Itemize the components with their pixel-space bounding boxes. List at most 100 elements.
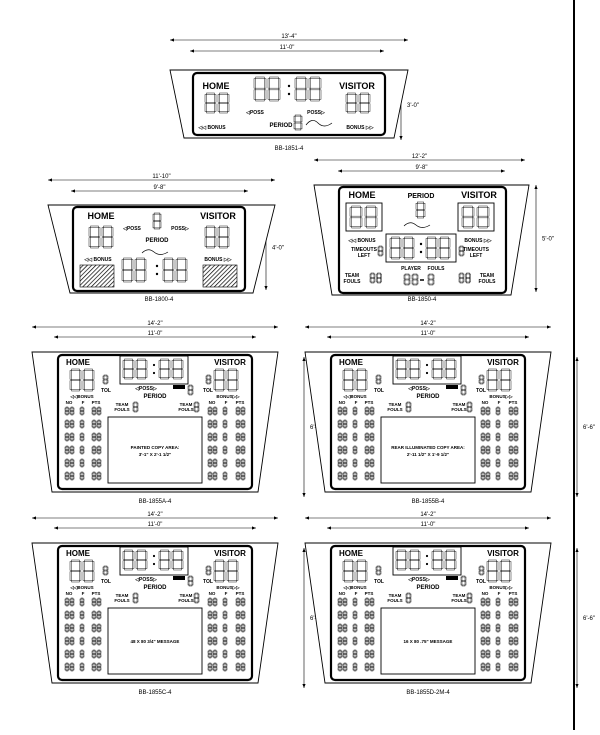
home-player-fouls-digit	[352, 445, 358, 455]
visitor-player-fouls-digit	[495, 432, 501, 442]
home-score-digits	[342, 559, 355, 583]
visitor-player-fouls-digit-seg	[222, 472, 225, 476]
visitor-player-points-digits-seg	[509, 623, 513, 626]
visitor-player-number-digits-seg	[481, 452, 485, 455]
home-player-number-digits-seg	[340, 654, 343, 658]
home-player-number-digits-seg	[343, 636, 347, 639]
clock-minutes-digits-seg	[404, 257, 413, 260]
visitor-score-box	[457, 202, 495, 232]
visitor-player-points-digits-seg	[516, 424, 519, 428]
clock-minutes-digits-seg	[404, 247, 413, 249]
home-bonus-label: ◁◁BONUS	[342, 585, 366, 590]
visitor-player-points-digits-seg	[238, 420, 241, 424]
home-player-fouls-digit-seg	[353, 406, 357, 409]
visitor-player-number-digits-seg	[480, 437, 483, 441]
visitor-label: VISITOR	[200, 211, 236, 221]
poss-label: ◁POSS▷	[407, 577, 431, 583]
visitor-player-number-digits-seg	[212, 446, 215, 450]
home-player-fouls-digit-seg	[353, 627, 357, 629]
home-player-number-digits-seg	[70, 617, 74, 620]
home-player-points-digits-seg	[367, 433, 370, 437]
clock-seconds-digits-seg	[444, 360, 447, 369]
home-team-label: TEAM	[345, 273, 359, 279]
home-player-points-digits-seg	[92, 662, 96, 665]
visitor-player-points-digits-seg	[511, 667, 514, 671]
home-player-fouls-digit-seg	[353, 623, 357, 626]
home-player-fouls-digit-seg	[79, 433, 82, 437]
visitor-player-fouls-digit-seg	[225, 650, 228, 654]
home-player-fouls-digit-seg	[353, 649, 357, 652]
home-player-points-digits-seg	[92, 462, 96, 464]
visitor-player-number-digits-seg	[213, 614, 217, 616]
visitor-player-fouls-digit-seg	[225, 628, 228, 632]
visitor-player-points-digits-seg	[511, 628, 514, 632]
period-digit-seg	[417, 201, 424, 204]
visitor-player-fouls-digit-seg	[498, 459, 501, 463]
home-player-points-digits	[364, 419, 370, 429]
visitor-player-points-digits-seg	[235, 628, 238, 632]
visitor-player-points-digits-seg	[508, 459, 511, 463]
copy-area-text: 48 X 80 3/4" MESSAGE	[131, 639, 180, 644]
face-width-dimension-arrow-left	[338, 169, 342, 173]
visitor-score-digits-seg	[215, 559, 224, 562]
visitor-player-number-digits-seg	[486, 662, 490, 665]
visitor-player-points-digits-seg	[514, 432, 518, 435]
home-player-points-digits-seg	[97, 601, 101, 603]
home-team-fouls-digits-seg	[377, 281, 381, 284]
home-player-fouls-digit-seg	[353, 439, 357, 442]
clock-seconds-digits-seg	[441, 551, 444, 560]
visitor-team-fouls-digit-seg	[470, 598, 473, 603]
visitor-player-points-digits-seg	[240, 654, 243, 658]
home-player-fouls-digit-seg	[82, 663, 85, 667]
visitor-tol-digit-seg	[206, 374, 211, 377]
visitor-player-number-digits-seg	[208, 653, 212, 655]
visitor-player-number-digits-seg	[208, 410, 212, 412]
clock-minutes-digits-seg	[410, 377, 419, 380]
home-player-number-digits-seg	[337, 602, 340, 606]
visitor-player-points-digits-seg	[511, 450, 514, 454]
home-player-points-digits-seg	[365, 445, 369, 448]
model-number: BB-1855C-4	[138, 690, 172, 696]
home-player-number-digits-seg	[342, 407, 345, 411]
visitor-player-fouls-digit-seg	[223, 666, 227, 668]
visitor-player-number-digits-seg	[212, 407, 215, 411]
visitor-player-number-digits-seg	[208, 445, 212, 448]
home-player-number-digits-seg	[343, 656, 347, 659]
home-player-fouls-digit-seg	[353, 423, 357, 425]
home-player-number-digits-seg	[345, 472, 348, 476]
home-player-points-digits-seg	[91, 615, 94, 619]
home-player-number-digits	[64, 458, 70, 468]
home-player-number-digits-seg	[65, 656, 69, 659]
clock-seconds-digits-seg	[171, 551, 174, 560]
home-player-points-digits-seg	[96, 641, 99, 645]
home-player-number-digits-seg	[72, 637, 75, 641]
visitor-player-fouls-digit-seg	[496, 662, 500, 665]
visitor-player-fouls-digit-seg	[222, 615, 225, 619]
home-player-number-digits-seg	[67, 420, 70, 424]
player-fouls-digit-seg	[428, 283, 434, 286]
clock-seconds-digits-seg	[294, 89, 297, 100]
home-player-fouls-digit-seg	[80, 406, 84, 409]
home-player-number-digits-seg	[69, 598, 72, 602]
home-player-fouls-digit-seg	[352, 650, 355, 654]
visitor-player-points-digits-seg	[241, 610, 245, 613]
visitor-player-number-digits-seg	[208, 471, 212, 474]
visitor-score-digits	[213, 368, 226, 392]
visitor-player-points-digits-seg	[235, 637, 238, 641]
visitor-player-points-digits	[240, 597, 246, 607]
visitor-player-fouls-digit-seg	[496, 614, 500, 616]
visitor-player-points-digits-seg	[508, 637, 511, 641]
home-player-fouls-digit-seg	[79, 611, 82, 615]
home-player-number-digits-seg	[338, 423, 342, 425]
home-player-number-digits-seg	[337, 615, 340, 619]
home-player-fouls-digit-seg	[80, 640, 84, 642]
home-player-number-digits-seg	[69, 446, 72, 450]
copy-area	[107, 607, 203, 675]
home-player-number-digits-seg	[69, 424, 72, 428]
period-digit-seg	[191, 576, 194, 581]
visitor-player-points-digits-seg	[508, 411, 511, 415]
visitor-team-fouls-digits-seg	[469, 278, 471, 283]
visitor-player-points-digits-seg	[241, 604, 245, 607]
scoreboard-face	[191, 71, 387, 137]
visitor-player-fouls-digit-seg	[222, 446, 225, 450]
